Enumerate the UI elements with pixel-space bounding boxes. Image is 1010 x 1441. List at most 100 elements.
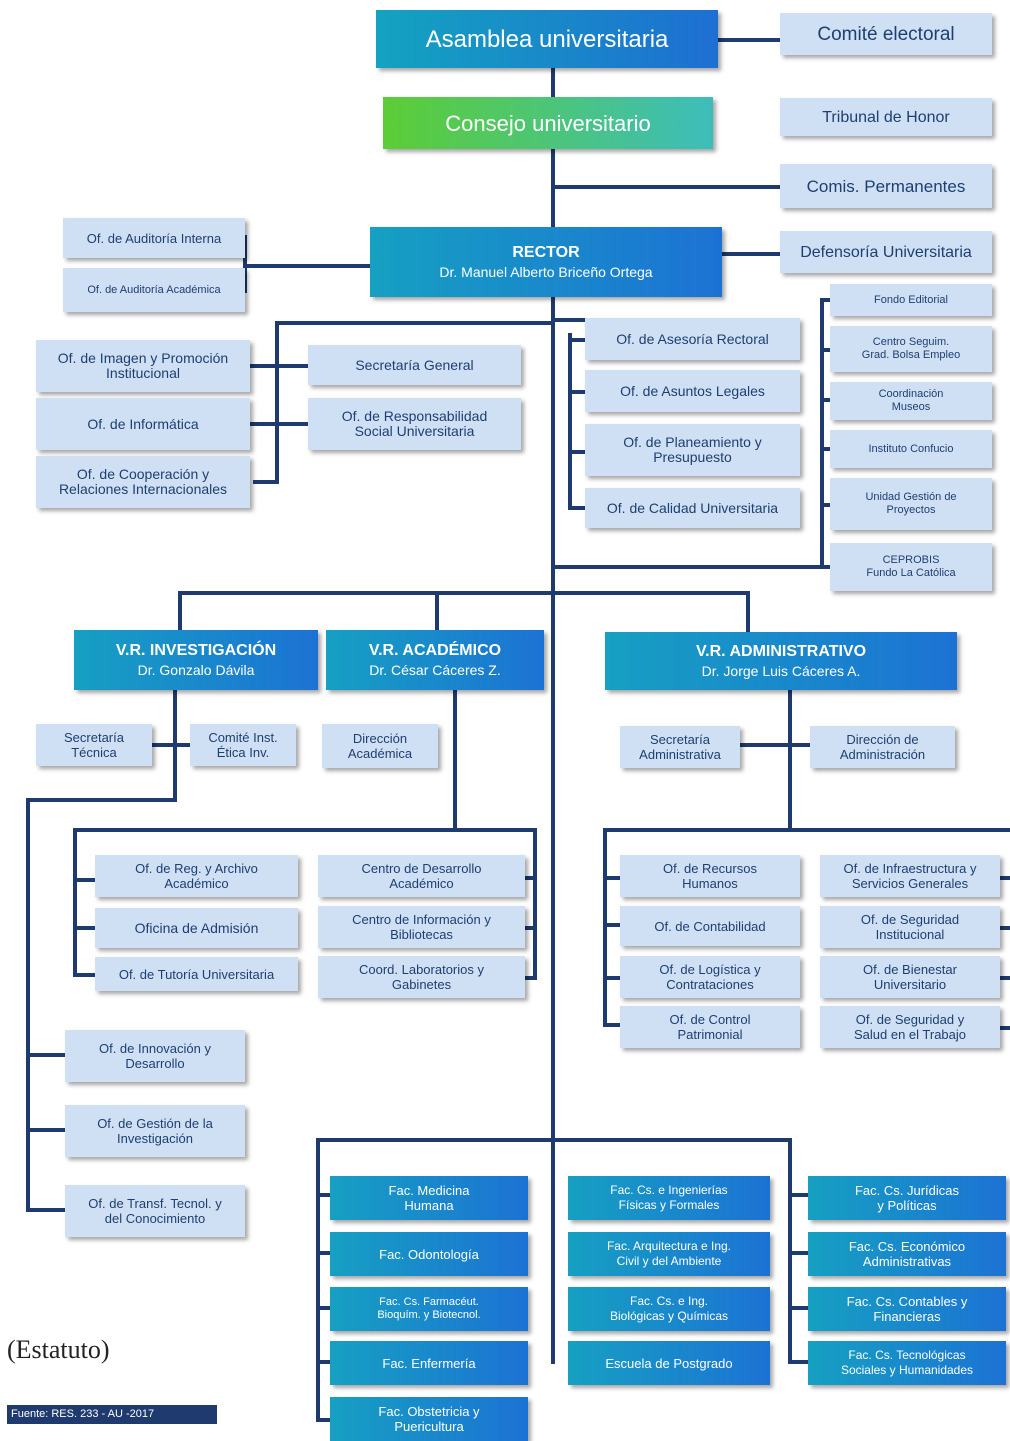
salud-line2: Salud en el Trabajo — [853, 1027, 967, 1042]
dir-adm-line2: Administración — [839, 747, 926, 762]
seguridad-institucional-box: Of. de Seguridad Institucional — [820, 906, 1000, 948]
vr-adm-title: V.R. ADMINISTRATIVO — [695, 643, 867, 660]
vr-inv-title: V.R. INVESTIGACIÓN — [115, 642, 277, 659]
rector-title: RECTOR — [512, 244, 580, 261]
innovacion-box: Of. de Innovación y Desarrollo — [65, 1030, 245, 1082]
fac-economico-box: Fac. Cs. Económico Administrativas — [808, 1232, 1006, 1276]
labs-line2: Gabinetes — [391, 977, 452, 992]
registro-line2: Académico — [164, 876, 229, 891]
tribunal-honor-box: Tribunal de Honor — [780, 98, 992, 136]
asamblea-universitaria-box: Asamblea universitaria — [376, 10, 718, 68]
fac-ing-line1: Fac. Cs. e Ingenierías — [610, 1183, 728, 1197]
ceprobis-box: CEPROBIS Fundo La Católica — [830, 543, 992, 591]
dir-adm-line1: Dirección de — [846, 732, 919, 747]
fac-farmac-line1: Fac. Cs. Farmacéut. — [379, 1296, 479, 1308]
informatica-label: Of. de Informática — [87, 415, 199, 432]
fac-arq-line1: Fac. Arquitectura e Ing. — [606, 1239, 732, 1253]
auditoria-academica-box: Of. de Auditoría Académica — [63, 268, 245, 312]
sec-adm-line2: Administrativa — [639, 747, 721, 762]
vr-academico-box: V.R. ACADÉMICO Dr. César Cáceres Z. — [326, 630, 544, 690]
direccion-academica-box: Dirección Académica — [322, 724, 438, 768]
infra-line1: Of. de Infraestructura y — [843, 861, 977, 876]
responsabilidad-line2: Social Universitaria — [354, 423, 475, 439]
bienestar-line2: Universitario — [873, 977, 947, 992]
museos-line1: Coordinación — [878, 388, 944, 400]
fac-odontologia-box: Fac. Odontología — [330, 1232, 528, 1276]
fac-ing-line2: Físicas y Formales — [618, 1198, 720, 1212]
centro-des-line2: Académico — [389, 876, 454, 891]
imagen-line1: Of. de Imagen y Promoción — [57, 350, 229, 366]
fac-medicina-line1: Fac. Medicina — [388, 1183, 470, 1198]
fac-farmac-line2: Bioquím. y Biotecnol. — [377, 1309, 481, 1321]
salud-line1: Of. de Seguridad y — [855, 1012, 965, 1027]
fac-eco-line1: Fac. Cs. Económico — [848, 1239, 966, 1254]
cooperacion-line2: Relaciones Internacionales — [58, 481, 228, 497]
fac-obstetricia-line1: Fac. Obstetricia y — [378, 1404, 480, 1419]
sec-tec-line1: Secretaría — [64, 730, 124, 745]
fac-juridicas-box: Fac. Cs. Jurídicas y Políticas — [808, 1176, 1006, 1220]
fac-ingenierias-box: Fac. Cs. e Ingenierías Físicas y Formale… — [568, 1176, 770, 1220]
planeamiento-line1: Of. de Planeamiento y — [623, 434, 762, 450]
fac-tec-line1: Fac. Cs. Tecnológicas — [848, 1348, 966, 1362]
vr-adm-name: Dr. Jorge Luis Cáceres A. — [701, 663, 861, 679]
fac-jur-line2: y Políticas — [877, 1198, 937, 1213]
escuela-postgrado-box: Escuela de Postgrado — [568, 1341, 770, 1385]
legales-box: Of. de Asuntos Legales — [585, 370, 800, 412]
informatica-box: Of. de Informática — [36, 398, 250, 450]
fac-odontologia-label: Fac. Odontología — [379, 1246, 479, 1262]
gestion-investigacion-box: Of. de Gestión de la Investigación — [65, 1105, 245, 1157]
comite-electoral-label: Comité electoral — [817, 23, 955, 45]
seguridad-line2: Institucional — [875, 927, 945, 942]
fac-cont-line1: Fac. Cs. Contables y — [846, 1294, 968, 1309]
vr-aca-name: Dr. César Cáceres Z. — [369, 662, 501, 678]
tutoria-box: Of. de Tutoría Universitaria — [95, 957, 298, 991]
seguridad-line1: Of. de Seguridad — [860, 912, 960, 927]
gestion-line1: Of. de Gestión de la — [97, 1116, 213, 1131]
fondo-label: Fondo Editorial — [874, 293, 948, 306]
control-line1: Of. de Control — [669, 1012, 751, 1027]
bienestar-line1: Of. de Bienestar — [863, 962, 957, 977]
imagen-box: Of. de Imagen y Promoción Institucional — [36, 340, 250, 392]
asamblea-label: Asamblea universitaria — [425, 25, 669, 53]
secretaria-administrativa-box: Secretaría Administrativa — [620, 726, 740, 768]
comisiones-label: Comis. Permanentes — [806, 176, 966, 196]
centro-desarrollo-box: Centro de Desarrollo Académico — [318, 855, 525, 897]
calidad-box: Of. de Calidad Universitaria — [585, 488, 800, 528]
fac-tec-line2: Sociales y Humanidades — [840, 1363, 974, 1377]
transf-line2: del Conocimiento — [104, 1211, 206, 1226]
rrhh-line1: Of. de Recursos — [663, 861, 757, 876]
tutoria-label: Of. de Tutoría Universitaria — [118, 966, 275, 982]
fac-jur-line1: Fac. Cs. Jurídicas — [854, 1183, 960, 1198]
admision-box: Oficina de Admisión — [95, 908, 298, 948]
centro-des-line1: Centro de Desarrollo — [361, 861, 482, 876]
ceprobis-line2: Fundo La Católica — [866, 567, 956, 579]
fac-contables-box: Fac. Cs. Contables y Financieras — [808, 1287, 1006, 1331]
planeamiento-line2: Presupuesto — [653, 449, 732, 465]
infra-line2: Servicios Generales — [851, 876, 969, 891]
control-line2: Patrimonial — [677, 1027, 743, 1042]
fac-cont-line2: Financieras — [873, 1309, 941, 1324]
rector-box: RECTOR Dr. Manuel Alberto Briceño Ortega — [370, 227, 722, 297]
comite-etica-line2: Ética Inv. — [216, 745, 270, 760]
proyectos-line1: Unidad Gestión de — [865, 491, 957, 503]
proyectos-line2: Proyectos — [886, 504, 936, 516]
centro-info-line2: Bibliotecas — [390, 927, 453, 942]
asesoria-label: Of. de Asesoría Rectoral — [616, 330, 769, 347]
registro-box: Of. de Reg. y Archivo Académico — [95, 855, 298, 897]
vr-administrativo-box: V.R. ADMINISTRATIVO Dr. Jorge Luis Cácer… — [605, 632, 957, 690]
legales-label: Of. de Asuntos Legales — [620, 382, 765, 399]
confucio-label: Instituto Confucio — [868, 442, 954, 455]
fac-bio-line1: Fac. Cs. e Ing. — [629, 1294, 709, 1308]
defensoria-box: Defensoría Universitaria — [780, 231, 992, 273]
estatuto-note: (Estatuto) — [7, 1335, 110, 1364]
fac-eco-line2: Administrativas — [862, 1254, 952, 1269]
comisiones-box: Comis. Permanentes — [780, 164, 992, 208]
fac-arquitectura-box: Fac. Arquitectura e Ing. Civil y del Amb… — [568, 1232, 770, 1276]
contabilidad-label: Of. de Contabilidad — [654, 918, 766, 934]
source-label: Fuente: RES. 233 - AU -2017 — [7, 1405, 217, 1424]
comite-etica-line1: Comité Inst. — [208, 730, 278, 745]
comite-electoral-box: Comité electoral — [780, 13, 992, 55]
secretaria-general-label: Secretaría General — [355, 356, 474, 373]
postgrado-label: Escuela de Postgrado — [605, 1355, 733, 1371]
